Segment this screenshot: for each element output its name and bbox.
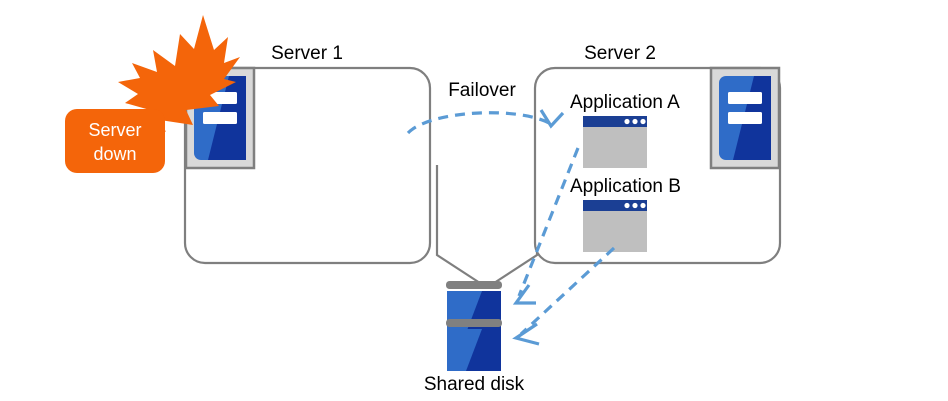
- app-a-disk-arrow-path: [517, 147, 580, 297]
- disk-access-dashed-arrow: [512, 147, 616, 346]
- server1-disk-connector: [435, 165, 484, 286]
- server-down-badge-bg: [65, 109, 165, 173]
- server-down-label-line1: Server: [88, 120, 141, 140]
- failover-label: Failover: [448, 80, 516, 101]
- server-down-badge: Server down: [65, 109, 165, 173]
- failover-arrow-path: [406, 111, 552, 135]
- app-window-icon: [583, 200, 647, 252]
- server1-group: Server 1: [183, 43, 432, 265]
- disk-connector-lines: [435, 165, 539, 286]
- shared-disk-group: Shared disk: [424, 281, 525, 395]
- server1-title: Server 1: [271, 43, 343, 64]
- shared-disk-label: Shared disk: [424, 374, 525, 395]
- server-down-label-line2: down: [93, 144, 136, 164]
- shared-disk-icon: [446, 281, 502, 371]
- app-b-disk-arrow-path: [519, 246, 616, 336]
- explosion-burst-icon: [118, 15, 240, 132]
- failover-arrow-head: [539, 109, 565, 129]
- app-window-icon: [583, 116, 647, 168]
- server2-title: Server 2: [584, 43, 656, 64]
- application-b-label: Application B: [570, 176, 681, 197]
- application-a-label: Application A: [570, 92, 680, 113]
- app-a-disk-arrow-head: [512, 284, 536, 305]
- server2-group: Server 2 Application A Application B: [533, 43, 782, 265]
- server-icon: [709, 66, 781, 170]
- failover-dashed-arrow: Failover: [406, 80, 565, 135]
- app-b-disk-arrow-head: [512, 322, 540, 346]
